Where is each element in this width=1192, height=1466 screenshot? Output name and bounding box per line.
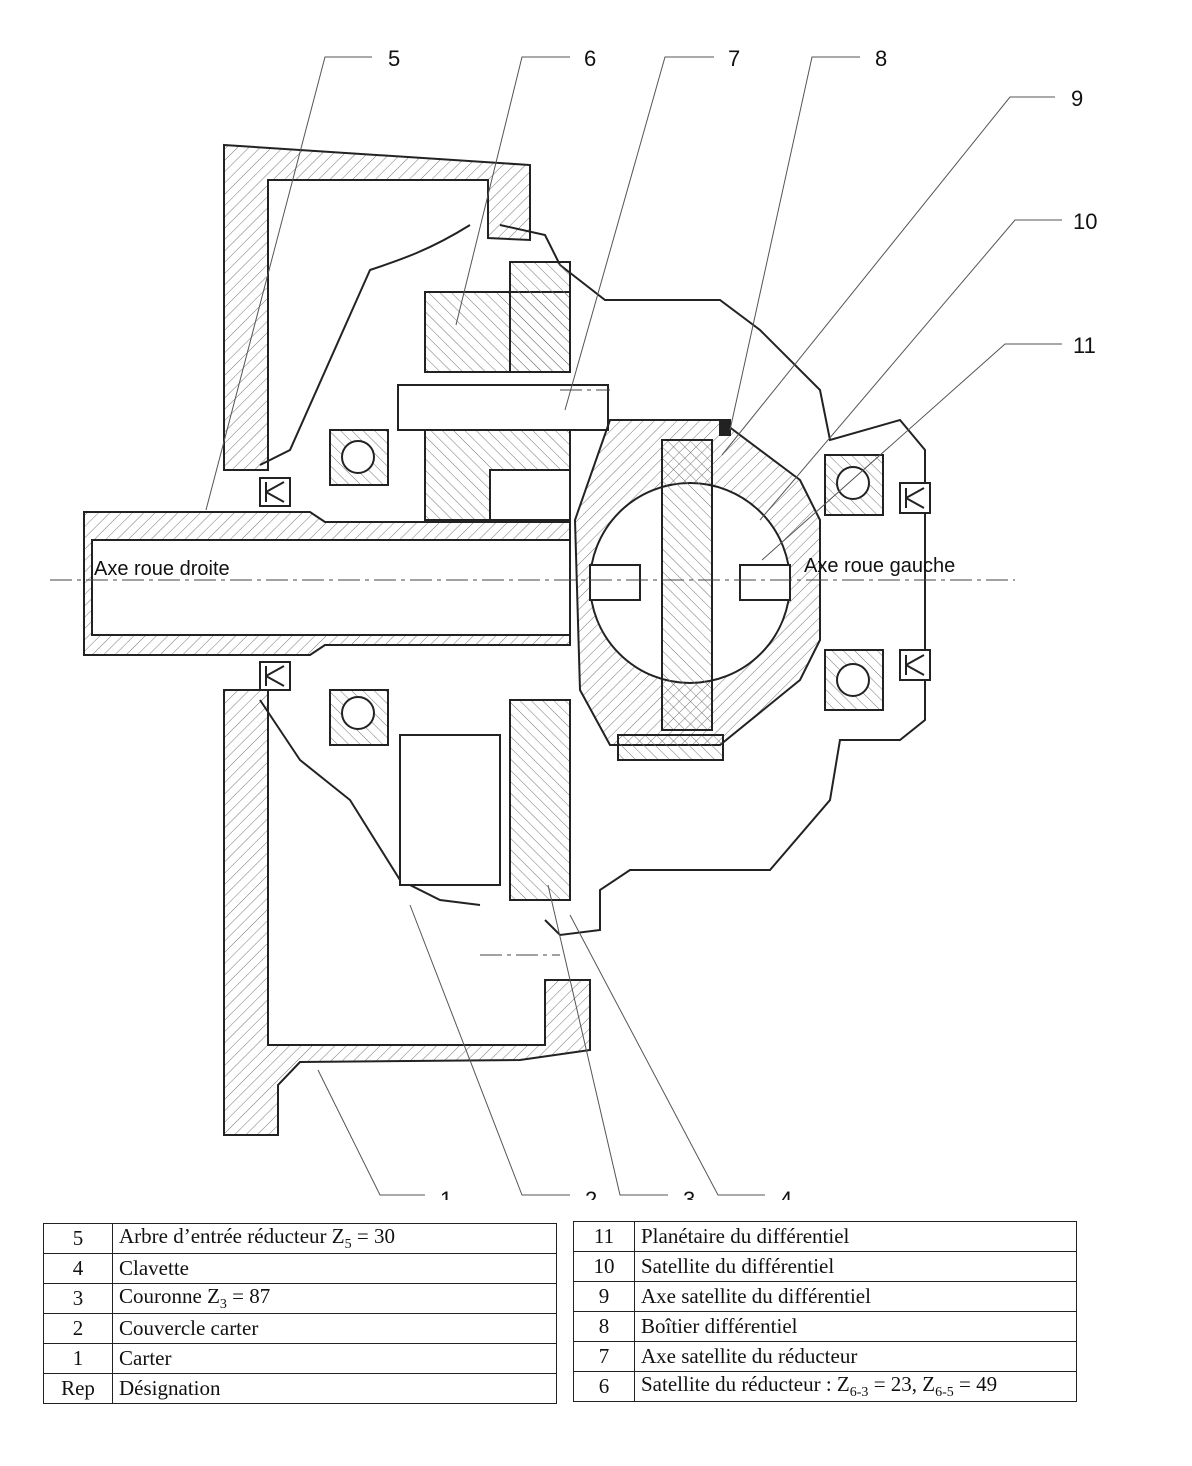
differential	[573, 419, 821, 761]
designation-cell: Arbre d’entrée réducteur Z5 = 30	[112, 1222, 557, 1255]
rep-cell: 11	[573, 1221, 635, 1252]
callout-numbers: 5 6 7 8 9 10 11 1 2 3 4	[388, 46, 1097, 1200]
table-header-row: Rep Désignation	[43, 1373, 557, 1405]
planetary-gears	[397, 261, 609, 901]
table-row: 9 Axe satellite du différentiel	[573, 1281, 1077, 1312]
rep-cell: 8	[573, 1311, 635, 1342]
rep-cell: 2	[43, 1313, 113, 1345]
carter-housing	[223, 143, 591, 1136]
callout-7: 7	[728, 46, 740, 71]
table-row: 1 Carter	[43, 1343, 557, 1375]
callout-6: 6	[584, 46, 596, 71]
designation-cell: Couvercle carter	[112, 1313, 557, 1345]
ball-bearings	[329, 429, 884, 746]
leader-lines	[205, 56, 1062, 1196]
table-row: 2 Couvercle carter	[43, 1313, 557, 1345]
table-row: 7 Axe satellite du réducteur	[573, 1341, 1077, 1372]
designation-header: Désignation	[112, 1373, 557, 1405]
designation-cell: Carter	[112, 1343, 557, 1375]
left-wheel-axis-label: Axe roue gauche	[804, 555, 955, 577]
table-row: 5 Arbre d’entrée réducteur Z5 = 30	[43, 1222, 557, 1255]
table-row: 3 Couronne Z3 = 87	[43, 1283, 557, 1315]
cover-housing	[259, 224, 926, 937]
rep-cell: 4	[43, 1253, 113, 1285]
right-wheel-axis-label: Axe roue droite	[94, 558, 230, 580]
table-row: 11 Planétaire du différentiel	[573, 1221, 1077, 1252]
rep-cell: 10	[573, 1251, 635, 1282]
callout-4: 4	[780, 1187, 792, 1200]
designation-cell: Clavette	[112, 1253, 557, 1285]
mechanical-section-drawing: 5 6 7 8 9 10 11 1 2 3 4 Axe roue droite …	[50, 46, 1097, 1200]
callout-1: 1	[440, 1187, 452, 1200]
parts-list-right: 11 Planétaire du différentiel 10 Satelli…	[573, 1221, 1077, 1403]
designation-cell: Planétaire du différentiel	[634, 1221, 1077, 1252]
rep-cell: 5	[43, 1222, 113, 1255]
table-row: 10 Satellite du différentiel	[573, 1251, 1077, 1282]
rep-cell: 3	[43, 1283, 113, 1315]
callout-9: 9	[1071, 86, 1083, 111]
designation-cell: Satellite du différentiel	[634, 1251, 1077, 1282]
table-row: 6 Satellite du réducteur : Z6-3 = 23, Z6…	[573, 1370, 1077, 1403]
input-shaft	[83, 511, 571, 656]
callout-3: 3	[683, 1187, 695, 1200]
designation-cell: Couronne Z3 = 87	[112, 1283, 557, 1315]
designation-cell: Boîtier différentiel	[634, 1311, 1077, 1342]
designation-cell: Satellite du réducteur : Z6-3 = 23, Z6-5…	[634, 1370, 1077, 1403]
rep-cell: 1	[43, 1343, 113, 1375]
callout-10: 10	[1073, 209, 1097, 234]
rep-cell: 6	[573, 1370, 635, 1403]
callout-11: 11	[1073, 333, 1096, 358]
table-row: 4 Clavette	[43, 1253, 557, 1285]
centerlines	[50, 389, 1015, 956]
rep-cell: 7	[573, 1341, 635, 1372]
parts-list-left: 5 Arbre d’entrée réducteur Z5 = 30 4 Cla…	[43, 1222, 557, 1405]
rep-header: Rep	[43, 1373, 113, 1405]
callout-5: 5	[388, 46, 400, 71]
callout-8: 8	[875, 46, 887, 71]
designation-cell: Axe satellite du réducteur	[634, 1341, 1077, 1372]
rep-cell: 9	[573, 1281, 635, 1312]
lip-seals	[259, 477, 931, 691]
callout-2: 2	[585, 1187, 597, 1200]
table-row: 8 Boîtier différentiel	[573, 1311, 1077, 1342]
designation-cell: Axe satellite du différentiel	[634, 1281, 1077, 1312]
